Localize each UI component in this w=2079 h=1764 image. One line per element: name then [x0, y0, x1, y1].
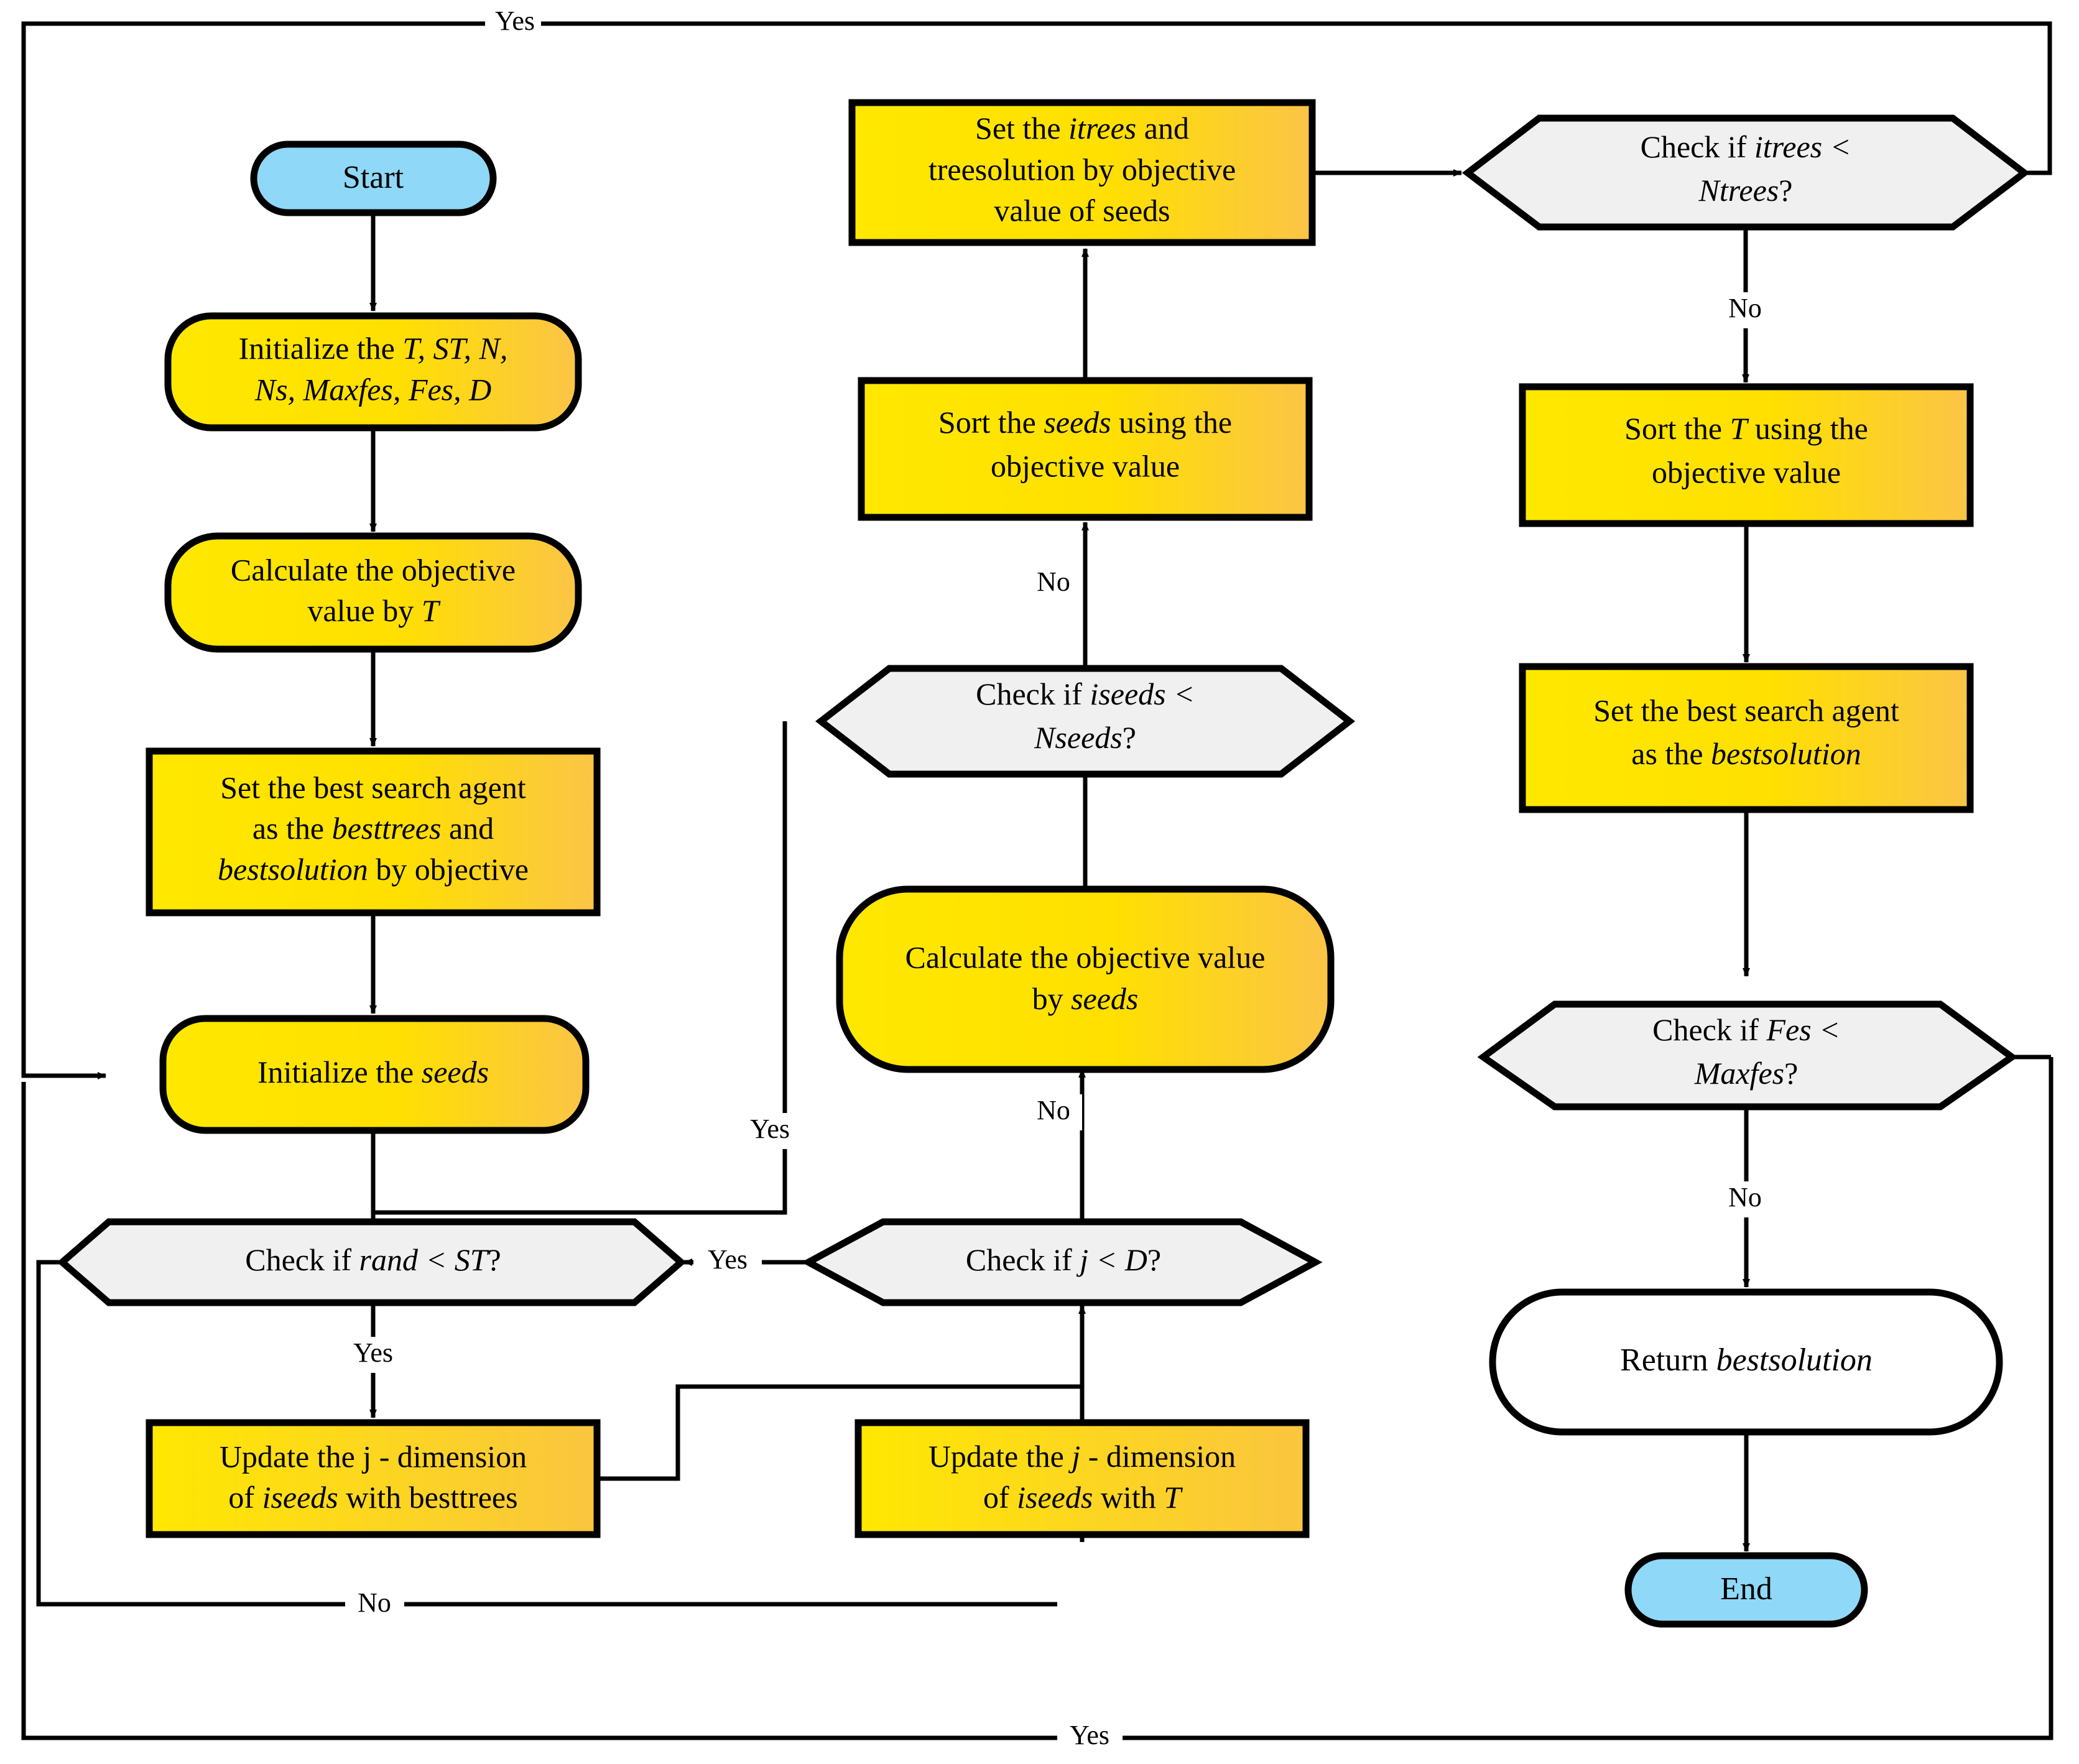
node-set-best-solution[interactable]: Set the best search agent as the bestsol… — [1519, 663, 1974, 813]
node-check-fes-line2: Maxfes? — [1694, 1056, 1799, 1091]
edge-label-fes-no: No — [1716, 1181, 1772, 1217]
edge-label-bottom-yes-text: Yes — [1070, 1720, 1109, 1750]
node-check-rand-st-label: Check if rand < ST? — [245, 1242, 501, 1277]
edge-checkitrees-yes — [2024, 149, 2052, 175]
node-check-fes-line1: Check if Fes < — [1652, 1012, 1840, 1047]
edge-label-jd-no-text: No — [1037, 1095, 1070, 1125]
node-init-params-line1: Initialize the T, ST, N, — [239, 331, 508, 366]
edge-label-jd-yes-text: Yes — [708, 1244, 748, 1275]
node-set-best-agent-line3: bestsolution by objective — [218, 852, 529, 887]
node-set-itrees-line1: Set the itrees and — [975, 111, 1189, 145]
edge-label-rand-yes: Yes — [339, 1337, 407, 1373]
edge-label-bottom-yes: Yes — [1057, 1720, 1123, 1756]
node-set-best-agent[interactable]: Set the best search agent as the besttre… — [146, 747, 601, 917]
node-init-params-line2: Ns, Maxfes, Fes, D — [254, 372, 492, 407]
node-set-best-solution-line2: as the bestsolution — [1631, 736, 1861, 771]
edge-label-iseeds-no-text: No — [1037, 566, 1070, 597]
node-return-best[interactable]: Return bestsolution — [1489, 1288, 2003, 1436]
node-set-best-solution-line1: Set the best search agent — [1593, 693, 1899, 727]
edge-label-iseeds-yes: Yes — [737, 1113, 805, 1149]
edge-besttrees-to-jd — [597, 1384, 1082, 1481]
node-return-best-label: Return bestsolution — [1620, 1342, 1873, 1378]
edge-label-itrees-no-text: No — [1728, 293, 1762, 323]
edge-label-rand-no-text: No — [358, 1587, 391, 1618]
edge-checkrand-no — [36, 1260, 1057, 1607]
node-set-itrees-line2: treesolution by objective — [928, 152, 1236, 187]
node-update-j-T-line2: of iseeds with T — [983, 1480, 1183, 1515]
node-sort-T-line2: objective value — [1652, 455, 1841, 489]
node-calc-obj-seeds-line2: by seeds — [1032, 981, 1139, 1016]
node-end-label: End — [1720, 1571, 1772, 1607]
node-calc-obj-seeds[interactable]: Calculate the objective value by seeds — [836, 885, 1335, 1073]
node-check-j-d-label: Check if j < D? — [966, 1242, 1161, 1277]
edge-iseeds-yes-return — [373, 721, 787, 1215]
node-sort-seeds-line1: Sort the seeds using the — [938, 405, 1232, 440]
node-start[interactable]: Start — [250, 141, 497, 216]
edge-label-jd-yes: Yes — [693, 1244, 762, 1281]
edge-label-top-yes: Yes — [491, 6, 541, 40]
edge-label-top-yes-text: Yes — [495, 6, 535, 36]
node-calc-obj-t[interactable]: Calculate the objective value by T — [164, 532, 582, 653]
edge-label-jd-no: No — [1026, 1094, 1082, 1130]
node-calc-obj-t-line1: Calculate the objective — [231, 552, 516, 587]
node-set-itrees-line3: value of seeds — [994, 193, 1170, 228]
node-update-j-besttrees-line2: of iseeds with besttrees — [228, 1480, 517, 1515]
node-calc-obj-t-line2: value by T — [307, 593, 440, 628]
node-check-iseeds-line1: Check if iseeds < — [976, 677, 1195, 711]
outer-frame-top-loop — [21, 21, 2052, 1079]
node-start-label: Start — [343, 160, 404, 195]
node-check-itrees-ntrees[interactable]: Check if itrees < Ntrees? — [1461, 114, 2030, 231]
node-update-j-T[interactable]: Update the j - dimension of iseeds with … — [854, 1419, 1310, 1538]
node-check-j-d[interactable]: Check if j < D? — [801, 1218, 1323, 1306]
node-sort-T-line1: Sort the T using the — [1624, 411, 1868, 446]
node-sort-seeds-line2: objective value — [991, 448, 1180, 483]
node-calc-obj-seeds-line1: Calculate the objective value — [905, 940, 1266, 974]
node-init-params[interactable]: Initialize the T, ST, N, Ns, Maxfes, Fes… — [164, 312, 582, 432]
edge-label-iseeds-no: No — [1026, 566, 1082, 602]
node-update-j-besttrees-line1: Update the j - dimension — [220, 1439, 527, 1474]
node-check-iseeds-nseeds[interactable]: Check if iseeds < Nseeds? — [815, 665, 1355, 778]
node-check-iseeds-line2: Nseeds? — [1034, 720, 1136, 755]
node-init-seeds-label: Initialize the seeds — [257, 1055, 489, 1089]
edge-label-iseeds-yes-text: Yes — [750, 1114, 790, 1144]
node-set-itrees[interactable]: Set the itrees and treesolution by objec… — [848, 99, 1316, 246]
edge-label-rand-no: No — [345, 1587, 404, 1623]
node-check-itrees-line1: Check if itrees < — [1641, 129, 1851, 164]
node-sort-T[interactable]: Sort the T using the objective value — [1519, 383, 1974, 527]
node-update-j-T-line1: Update the j - dimension — [928, 1439, 1236, 1474]
node-set-best-agent-line1: Set the best search agent — [220, 770, 526, 805]
node-end[interactable]: End — [1624, 1552, 1868, 1628]
edge-label-fes-no-text: No — [1728, 1182, 1762, 1212]
node-check-fes-maxfes[interactable]: Check if Fes < Maxfes? — [1477, 1000, 2018, 1111]
node-update-j-besttrees[interactable]: Update the j - dimension of iseeds with … — [146, 1419, 601, 1538]
node-sort-seeds[interactable]: Sort the seeds using the objective value — [858, 377, 1313, 521]
node-set-best-agent-line2: as the besttrees and — [252, 811, 494, 846]
node-init-seeds[interactable]: Initialize the seeds — [159, 1015, 590, 1134]
edge-label-rand-yes-text: Yes — [353, 1337, 393, 1368]
edge-label-itrees-no: No — [1716, 292, 1772, 328]
node-check-rand-st[interactable]: Check if rand < ST? — [57, 1218, 687, 1306]
node-check-itrees-line2: Ntrees? — [1698, 173, 1793, 208]
outer-frame-bottom-loop — [21, 1057, 2054, 1740]
